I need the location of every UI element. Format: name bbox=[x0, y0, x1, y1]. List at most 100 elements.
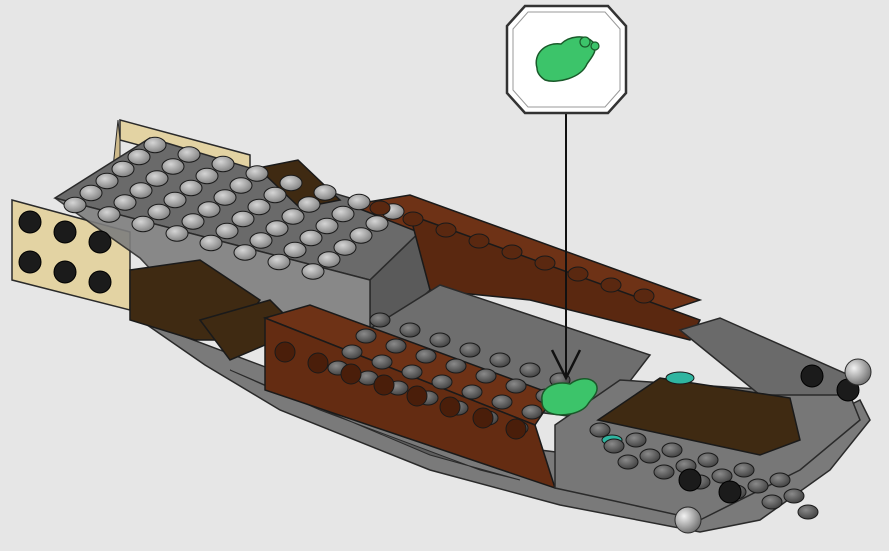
wall-stud bbox=[469, 234, 489, 248]
floor-stud bbox=[400, 323, 420, 337]
deck-stud bbox=[662, 443, 682, 457]
gray-stud bbox=[112, 161, 134, 176]
tan-stud-hole bbox=[54, 221, 76, 243]
gray-stud bbox=[332, 206, 354, 221]
floor-stud bbox=[372, 355, 392, 369]
floor-stud bbox=[342, 345, 362, 359]
gray-stud bbox=[182, 214, 204, 229]
teal-piece-1 bbox=[666, 372, 694, 384]
wall-stud bbox=[502, 245, 522, 259]
wall-stud bbox=[370, 201, 390, 215]
tan-stud-hole bbox=[19, 211, 41, 233]
gray-stud bbox=[302, 264, 324, 279]
gray-stud bbox=[128, 149, 150, 164]
floor-stud bbox=[522, 405, 542, 419]
gray-stud bbox=[266, 221, 288, 236]
gray-stud bbox=[212, 156, 234, 171]
floor-stud bbox=[460, 343, 480, 357]
wall-stud bbox=[535, 256, 555, 270]
gray-stud bbox=[178, 147, 200, 162]
gray-stud bbox=[314, 185, 336, 200]
floor-stud bbox=[476, 369, 496, 383]
gray-stud bbox=[284, 242, 306, 257]
gray-stud bbox=[80, 185, 102, 200]
gray-stud bbox=[96, 173, 118, 188]
black-stud bbox=[719, 481, 741, 503]
technic-hole bbox=[275, 342, 295, 362]
gray-stud bbox=[164, 192, 186, 207]
black-stud bbox=[679, 469, 701, 491]
deck-stud bbox=[626, 433, 646, 447]
gray-stud bbox=[200, 235, 222, 250]
deck-stud bbox=[784, 489, 804, 503]
tan-stud-hole bbox=[54, 261, 76, 283]
technic-hole bbox=[473, 408, 493, 428]
gray-stud bbox=[246, 166, 268, 181]
wall-stud bbox=[634, 289, 654, 303]
tan-stud-hole bbox=[89, 231, 111, 253]
wall-stud bbox=[568, 267, 588, 281]
gray-stud bbox=[268, 254, 290, 269]
gray-stud bbox=[334, 240, 356, 255]
part-callout bbox=[505, 4, 628, 115]
floor-stud bbox=[416, 349, 436, 363]
wall-stud bbox=[403, 212, 423, 226]
gray-stud bbox=[298, 197, 320, 212]
deck-stud bbox=[698, 453, 718, 467]
gray-stud bbox=[196, 168, 218, 183]
floor-stud bbox=[506, 379, 526, 393]
floor-stud bbox=[462, 385, 482, 399]
gray-stud bbox=[250, 233, 272, 248]
wall-stud bbox=[601, 278, 621, 292]
technic-hole bbox=[308, 353, 328, 373]
gray-stud bbox=[348, 194, 370, 209]
tan-stud-hole bbox=[89, 271, 111, 293]
gray-stud bbox=[318, 252, 340, 267]
gray-stud bbox=[248, 199, 270, 214]
gray-stud bbox=[132, 216, 154, 231]
gray-stud bbox=[234, 245, 256, 260]
deck-stud bbox=[762, 495, 782, 509]
floor-stud bbox=[490, 353, 510, 367]
deck-stud bbox=[604, 439, 624, 453]
floor-stud bbox=[432, 375, 452, 389]
technic-hole bbox=[506, 419, 526, 439]
tan-stud-hole bbox=[19, 251, 41, 273]
gray-stud bbox=[214, 190, 236, 205]
gray-stud bbox=[366, 216, 388, 231]
deck-stud bbox=[640, 449, 660, 463]
gray-stud bbox=[316, 218, 338, 233]
floor-stud bbox=[370, 313, 390, 327]
gray-deck-back bbox=[680, 318, 860, 395]
wall-stud bbox=[436, 223, 456, 237]
ball-joint bbox=[675, 507, 701, 533]
gray-stud bbox=[148, 204, 170, 219]
gray-stud bbox=[166, 226, 188, 241]
gray-stud bbox=[280, 175, 302, 190]
gray-stud bbox=[114, 195, 136, 210]
technic-hole bbox=[374, 375, 394, 395]
gray-stud bbox=[216, 223, 238, 238]
gray-stud bbox=[282, 209, 304, 224]
gray-stud bbox=[300, 230, 322, 245]
gray-stud bbox=[146, 171, 168, 186]
deck-stud bbox=[618, 455, 638, 469]
deck-stud bbox=[798, 505, 818, 519]
floor-stud bbox=[402, 365, 422, 379]
deck-stud bbox=[770, 473, 790, 487]
black-stud bbox=[801, 365, 823, 387]
deck-stud bbox=[654, 465, 674, 479]
gray-stud bbox=[98, 207, 120, 222]
technic-hole bbox=[407, 386, 427, 406]
gray-stud bbox=[232, 211, 254, 226]
gray-stud bbox=[198, 202, 220, 217]
floor-stud bbox=[492, 395, 512, 409]
floor-stud bbox=[356, 329, 376, 343]
deck-stud bbox=[590, 423, 610, 437]
gray-stud bbox=[130, 183, 152, 198]
gray-stud bbox=[230, 178, 252, 193]
floor-stud bbox=[430, 333, 450, 347]
gray-stud bbox=[144, 137, 166, 152]
